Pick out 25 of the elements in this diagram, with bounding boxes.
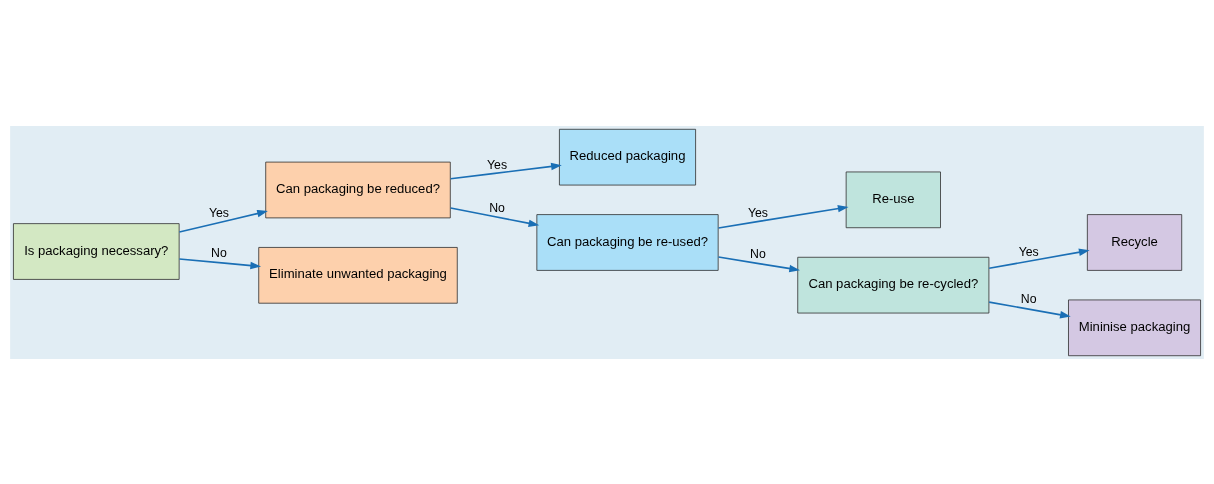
edge-label: No <box>211 245 227 260</box>
arrow <box>717 255 800 272</box>
node-box: Mininise packaging <box>1068 299 1201 356</box>
node-box: Recycle <box>1086 213 1183 271</box>
edge-label: No <box>1020 291 1037 306</box>
edge-label: Yes <box>747 205 768 220</box>
edge-label: Yes <box>1018 244 1039 259</box>
node-box: Re-use <box>845 171 941 228</box>
arrow <box>449 162 562 180</box>
arrow <box>717 204 849 229</box>
arrow <box>988 300 1071 318</box>
arrow <box>449 206 540 227</box>
node-box: Can packaging be re-cycled? <box>797 256 990 313</box>
arrow <box>988 248 1090 269</box>
node-box: Can packaging be reduced? <box>265 161 451 218</box>
node-box: Reduced packaging <box>559 128 696 185</box>
edge-label: Yes <box>208 205 229 220</box>
node-box: Can packaging be re-used? <box>536 213 719 271</box>
edge-label: No <box>489 200 505 215</box>
node-box: Is packaging necessary? <box>13 222 180 280</box>
edge-label: No <box>750 246 766 261</box>
edge-label: Yes <box>487 157 508 172</box>
arrow <box>178 257 262 269</box>
node-box: Eliminate unwanted packaging <box>258 246 458 304</box>
arrow <box>178 209 268 233</box>
